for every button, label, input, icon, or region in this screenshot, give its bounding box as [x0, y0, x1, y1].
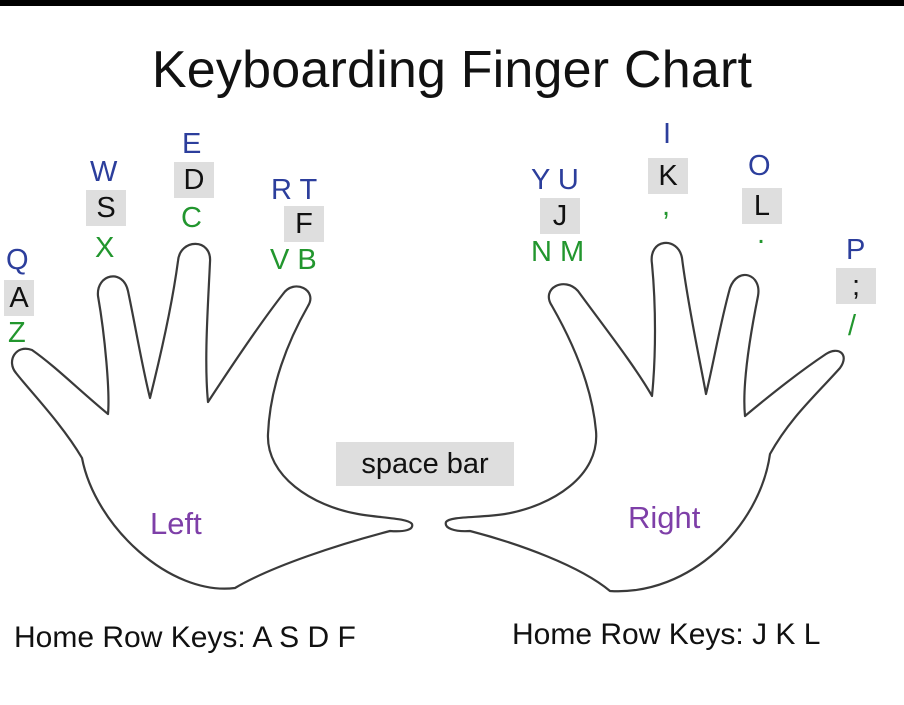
right-home-row-caption: Home Row Keys: J K L: [512, 618, 821, 651]
home-key-a: A: [4, 280, 34, 316]
key-o-label: O: [748, 150, 771, 182]
key-q-label: Q: [6, 244, 29, 276]
left-hand-label: Left: [150, 506, 202, 541]
right-hand-outline: [444, 241, 845, 593]
key-yu-label: Y U: [531, 164, 579, 196]
home-key-j: J: [540, 198, 580, 234]
key-p-label: P: [846, 234, 866, 266]
hands-outline: [10, 241, 845, 593]
home-key-f: F: [284, 206, 324, 242]
key-period-label: .: [757, 218, 766, 250]
finger-chart: Keyboarding Finger Chart Q A Z W S X E D…: [0, 6, 904, 705]
key-nm-label: N M: [531, 236, 585, 268]
key-w-label: W: [90, 156, 118, 188]
home-key-k: K: [648, 158, 688, 194]
key-vb-label: V B: [270, 244, 317, 276]
key-rt-label: R T: [271, 174, 318, 206]
right-hand-label: Right: [628, 500, 701, 535]
left-home-row-caption: Home Row Keys: A S D F: [14, 621, 356, 654]
left-hand-outline: [10, 242, 414, 590]
chart-title: Keyboarding Finger Chart: [151, 41, 753, 99]
home-key-d: D: [174, 162, 214, 198]
key-slash-label: /: [848, 310, 857, 342]
space-bar-key: space bar: [336, 442, 514, 486]
home-key-s: S: [86, 190, 126, 226]
key-z-label: Z: [8, 317, 26, 349]
key-x-label: X: [95, 232, 115, 264]
home-key-l: L: [742, 188, 782, 224]
home-key-semicolon: ;: [836, 268, 876, 304]
key-c-label: C: [181, 202, 202, 234]
key-e-label: E: [182, 128, 202, 160]
key-comma-label: ,: [662, 190, 671, 222]
key-i-label: I: [663, 118, 672, 150]
